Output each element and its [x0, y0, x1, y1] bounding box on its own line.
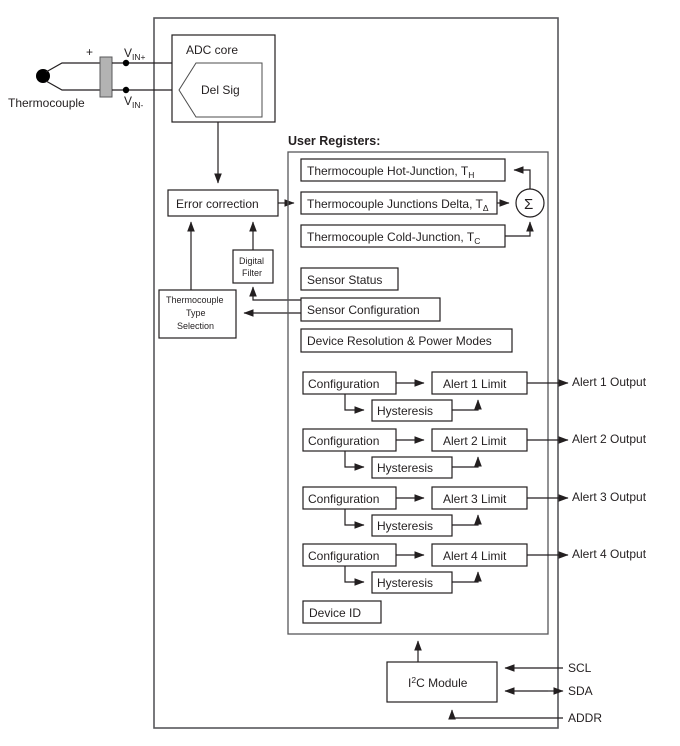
alert-2-config-to-hysteresis-arrow	[344, 451, 365, 471]
alert-1-limit-label: Alert 1 Limit	[443, 377, 507, 391]
alert-4-configuration-label: Configuration	[308, 549, 379, 563]
sum-to-hot-junction-arrow	[513, 166, 531, 189]
i2c-module-box	[386, 661, 498, 703]
vin-minus-label: VIN-	[124, 94, 144, 110]
alert-4-output-label: Alert 4 Output	[572, 547, 647, 561]
sda-label: SDA	[568, 684, 593, 698]
alert-3-hysteresis-label: Hysteresis	[377, 519, 433, 533]
addr-wire	[448, 709, 563, 720]
vin-minus-node	[122, 86, 130, 94]
alert-2-hysteresis-label: Hysteresis	[377, 461, 433, 475]
thermocouple-label: Thermocouple	[8, 96, 85, 110]
alert-4-hysteresis-label: Hysteresis	[377, 576, 433, 590]
alert-2-output-label: Alert 2 Output	[572, 432, 647, 446]
alert-row-1: Configuration Alert 1 Limit Hysteresis A…	[302, 371, 647, 422]
i2c-module-label: I2C Module	[408, 675, 468, 690]
type-selection-label-line3: Selection	[177, 321, 214, 331]
alert-4-config-to-hysteresis-arrow	[344, 566, 365, 586]
alert-1-hysteresis-to-limit-arrow	[452, 399, 482, 411]
polarity-plus-label: +	[86, 45, 93, 59]
alert-1-output-label: Alert 1 Output	[572, 375, 647, 389]
alert-1-hysteresis-label: Hysteresis	[377, 404, 433, 418]
addr-label: ADDR	[568, 711, 602, 725]
user-registers-header: User Registers:	[288, 134, 380, 148]
chip-boundary	[153, 17, 559, 729]
alert-1-configuration-label: Configuration	[308, 377, 379, 391]
register-hot-junction-label: Thermocouple Hot-Junction, TH	[307, 164, 474, 180]
alert-2-hysteresis-to-limit-arrow	[452, 456, 482, 468]
register-device-id-box	[302, 600, 382, 624]
register-hot-junction-box	[300, 158, 506, 182]
alert-3-config-to-hysteresis-arrow	[344, 509, 365, 529]
register-device-resolution-label: Device Resolution & Power Modes	[307, 334, 492, 348]
alert-4-limit-label: Alert 4 Limit	[443, 549, 507, 563]
vin-plus-label: VIN+	[124, 46, 146, 62]
type-selection-label-line1: Thermocouple	[166, 295, 224, 305]
alert-2-limit-label: Alert 2 Limit	[443, 434, 507, 448]
register-sensor-configuration-label: Sensor Configuration	[307, 303, 420, 317]
register-junctions-delta-label: Thermocouple Junctions Delta, TΔ	[307, 197, 489, 213]
alert-1-config-to-hysteresis-arrow	[344, 394, 365, 414]
alert-4-hysteresis-to-limit-arrow	[452, 571, 482, 583]
alert-3-hysteresis-to-limit-arrow	[452, 514, 482, 526]
alert-row-2: Configuration Alert 2 Limit Hysteresis A…	[302, 428, 647, 479]
register-sensor-status-label: Sensor Status	[307, 273, 382, 287]
register-cold-junction-label: Thermocouple Cold-Junction, TC	[307, 230, 480, 246]
user-registers-container	[287, 151, 549, 635]
sigma-symbol: Σ	[524, 196, 533, 213]
del-sig-label: Del Sig	[201, 83, 240, 97]
digital-filter-box	[232, 249, 274, 284]
connector-block	[99, 56, 113, 98]
register-device-id-label: Device ID	[309, 606, 361, 620]
scl-label: SCL	[568, 661, 592, 675]
vin-plus-node	[122, 59, 130, 67]
adc-core-title: ADC core	[186, 43, 238, 57]
register-device-resolution-box	[300, 328, 513, 353]
type-selection-label-line2: Type	[186, 308, 206, 318]
register-sensor-configuration-box	[300, 297, 441, 322]
alert-3-output-label: Alert 3 Output	[572, 490, 647, 504]
type-selection-box	[158, 289, 237, 339]
thermocouple-sensor	[36, 62, 107, 91]
alert-3-configuration-label: Configuration	[308, 492, 379, 506]
digital-filter-label-line1: Digital	[239, 256, 264, 266]
digital-filter-label-line2: Filter	[242, 268, 262, 278]
alert-2-configuration-label: Configuration	[308, 434, 379, 448]
register-sensor-status-box	[300, 267, 399, 291]
cold-junction-to-sum-arrow	[505, 221, 534, 237]
sensor-config-to-digital-filter-arrow	[249, 286, 302, 301]
error-correction-label: Error correction	[176, 197, 259, 211]
alert-row-3: Configuration Alert 3 Limit Hysteresis A…	[302, 486, 647, 537]
del-sig-shape	[178, 62, 263, 118]
alert-3-limit-label: Alert 3 Limit	[443, 492, 507, 506]
alert-row-4: Configuration Alert 4 Limit Hysteresis A…	[302, 543, 647, 594]
